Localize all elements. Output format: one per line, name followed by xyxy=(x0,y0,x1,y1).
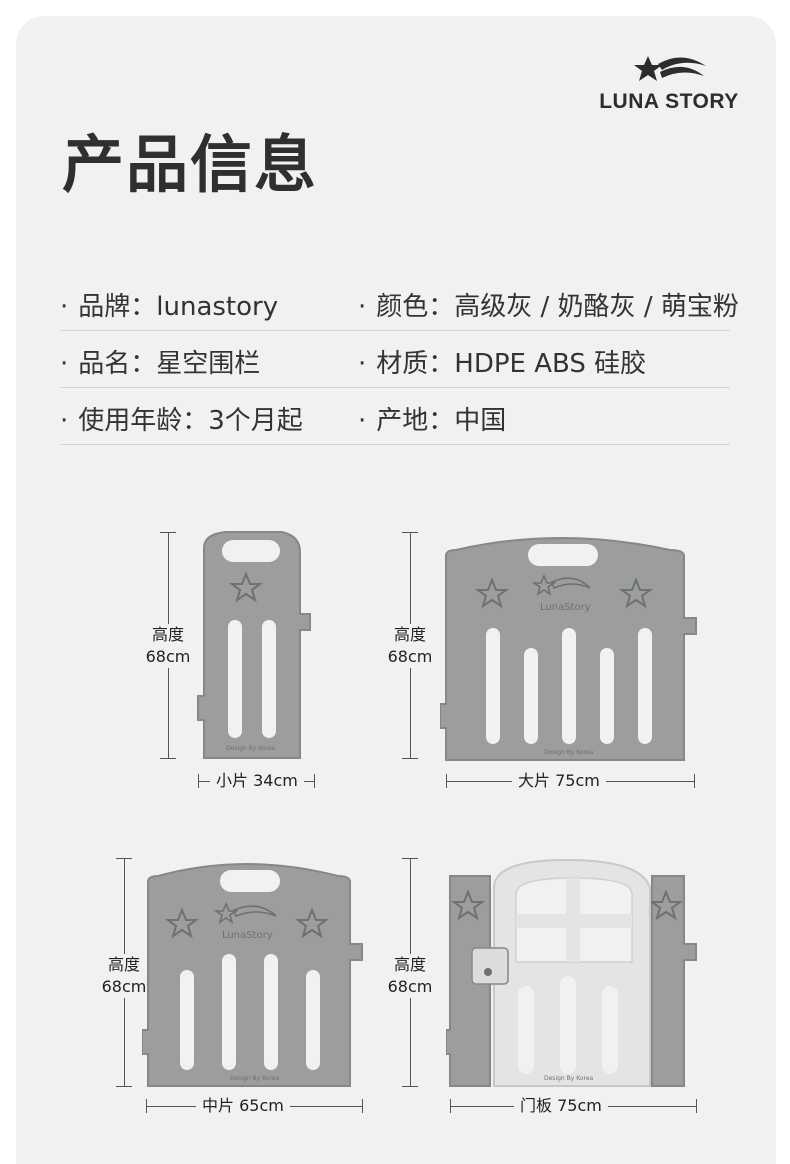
door-panel: Design By Korea xyxy=(446,858,697,1087)
height-label-title: 高度 xyxy=(151,625,184,644)
spec-color: · 颜色：高级灰 / 奶酪灰 / 萌宝粉 xyxy=(358,286,739,323)
bullet: · xyxy=(60,292,69,322)
spec-origin: · 产地：中国 xyxy=(358,400,506,437)
height-label-value: 68cm xyxy=(387,647,433,666)
panel-footer-text: Design By Korea xyxy=(226,745,276,752)
brand-logo-text: LUNA STORY xyxy=(599,90,739,113)
spec-product-name-text: 品名：星空围栏 xyxy=(78,349,261,379)
height-label-title: 高度 xyxy=(107,955,140,974)
dimension-cap xyxy=(694,774,695,788)
spec-age: · 使用年龄：3个月起 xyxy=(60,400,303,437)
star-icon xyxy=(619,577,653,609)
spec-row: · 品名：星空围栏 · 材质：HDPE ABS 硅胶 xyxy=(60,331,730,388)
star-icon xyxy=(475,577,509,609)
dimension-cap xyxy=(402,858,418,859)
large-panel: LunaStory Design By Korea xyxy=(440,537,697,761)
bullet: · xyxy=(358,406,367,436)
height-label-value: 68cm xyxy=(387,977,433,996)
shooting-star-icon xyxy=(531,573,591,596)
spec-brand: · 品牌：lunastory xyxy=(60,286,278,323)
star-icon xyxy=(229,571,263,603)
height-label-value: 68cm xyxy=(101,977,147,996)
door-panel-width-label: 门板 75cm xyxy=(514,1096,608,1116)
medium-panel-width-label: 中片 65cm xyxy=(196,1096,290,1116)
star-icon xyxy=(165,907,199,939)
medium-panel: LunaStory Design By Korea xyxy=(142,863,363,1087)
height-label-title: 高度 xyxy=(393,625,426,644)
spec-material-text: 材质：HDPE ABS 硅胶 xyxy=(376,349,647,379)
spec-row: · 品牌：lunastory · 颜色：高级灰 / 奶酪灰 / 萌宝粉 xyxy=(60,274,739,331)
panel-footer-text: Design By Korea xyxy=(230,1075,280,1082)
spec-brand-text: 品牌：lunastory xyxy=(78,292,279,322)
panel-footer-text: Design By Korea xyxy=(544,749,594,756)
brand-logo: LUNA STORY xyxy=(572,50,762,120)
height-label: 高度 68cm xyxy=(370,954,450,998)
spec-age-text: 使用年龄：3个月起 xyxy=(78,406,303,436)
dimension-cap xyxy=(446,774,447,788)
dimension-cap xyxy=(362,1099,363,1113)
large-panel-width-label: 大片 75cm xyxy=(512,771,606,791)
dimension-cap xyxy=(146,1099,147,1113)
dimension-cap xyxy=(696,1099,697,1113)
bullet: · xyxy=(358,292,367,322)
height-label: 高度 68cm xyxy=(370,624,450,668)
bullet: · xyxy=(60,349,69,379)
dimension-cap xyxy=(160,532,176,533)
dimension-cap xyxy=(160,758,176,759)
height-label: 高度 68cm xyxy=(128,624,208,668)
star-icon xyxy=(295,907,329,939)
dimension-cap xyxy=(450,1099,451,1113)
star-icon xyxy=(451,889,485,921)
dimension-cap xyxy=(116,858,132,859)
star-icon xyxy=(649,889,683,921)
dimension-cap xyxy=(116,1086,132,1087)
dimension-cap xyxy=(198,774,199,788)
spec-row: · 使用年龄：3个月起 · 产地：中国 xyxy=(60,388,730,445)
dimension-cap xyxy=(402,758,418,759)
spec-product-name: · 品名：星空围栏 xyxy=(60,343,260,380)
dimension-cap xyxy=(314,774,315,788)
spec-color-text: 颜色：高级灰 / 奶酪灰 / 萌宝粉 xyxy=(376,292,739,322)
spec-origin-text: 产地：中国 xyxy=(376,406,507,436)
dimension-cap xyxy=(402,1086,418,1087)
shooting-star-icon xyxy=(213,901,277,924)
page-title: 产品信息 xyxy=(62,128,319,201)
spec-material: · 材质：HDPE ABS 硅胶 xyxy=(358,343,646,380)
dimension-cap xyxy=(402,532,418,533)
bullet: · xyxy=(60,406,69,436)
small-panel-width-label: 小片 34cm xyxy=(210,771,304,791)
bullet: · xyxy=(358,349,367,379)
panel-footer-text: Design By Korea xyxy=(544,1075,594,1082)
shooting-star-icon xyxy=(634,56,706,81)
panel-logo-text: LunaStory xyxy=(540,602,591,613)
small-panel: Design By Korea xyxy=(197,531,311,759)
height-label-value: 68cm xyxy=(145,647,191,666)
panel-logo-text: LunaStory xyxy=(222,930,273,941)
height-label-title: 高度 xyxy=(393,955,426,974)
